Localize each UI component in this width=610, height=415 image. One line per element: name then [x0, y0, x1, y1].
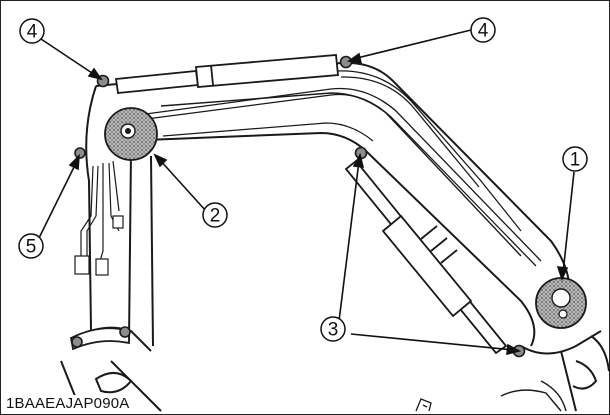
callout-1: 1	[562, 146, 588, 172]
svg-text:4: 4	[27, 22, 38, 43]
column-hoses	[74, 160, 124, 276]
arm-foot-pin-zone	[535, 277, 587, 329]
boom	[95, 61, 571, 347]
callout-4-left: 4	[19, 18, 45, 44]
svg-text:4: 4	[478, 21, 489, 42]
svg-text:5: 5	[26, 237, 37, 258]
boom-foot-pin-zone	[104, 107, 158, 161]
lower-link	[69, 327, 130, 351]
figure-id-label: 1BAAEAJAP090A	[5, 395, 133, 413]
callout-5: 5	[18, 233, 44, 259]
svg-text:3: 3	[328, 320, 339, 341]
boom-top-cylinder	[114, 54, 339, 94]
bottom-detail	[415, 398, 432, 412]
grease-nipple-boom-cylinder-front	[339, 55, 353, 69]
callout-4-right: 4	[470, 17, 496, 43]
hydraulic-hoses	[130, 70, 542, 267]
arm-cylinder	[344, 159, 508, 355]
callout-2: 2	[202, 202, 228, 228]
callout-3: 3	[320, 316, 346, 342]
svg-text:1: 1	[570, 150, 581, 171]
arm-end	[500, 330, 609, 412]
svg-text:2: 2	[210, 206, 221, 227]
leader-lines	[38, 29, 575, 356]
grease-nipple-swing-bracket	[74, 147, 86, 159]
grease-nipples	[71, 55, 526, 358]
grease-nipple-lower-link-right	[119, 326, 131, 338]
grease-nipple-lower-link-left	[71, 336, 83, 348]
